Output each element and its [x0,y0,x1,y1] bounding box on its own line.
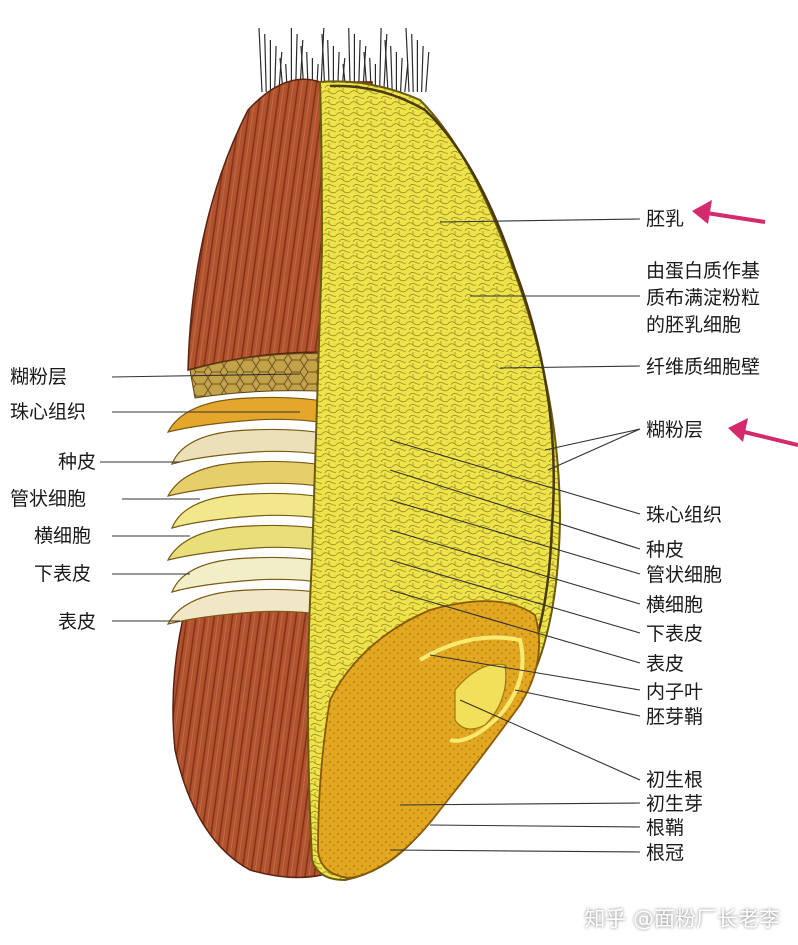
label-right-cellulose-wall: 纤维质细胞壁 [646,356,761,378]
leader-line [544,428,641,451]
pericarp-lower [172,599,339,879]
label-right-tube-cells: 管状细胞 [646,564,723,586]
leader-line [499,365,641,369]
label-right-endosperm: 胚乳 [646,208,685,230]
label-left-tube-cells: 管状细胞 [10,488,87,510]
label-right-coleorhiza: 根鞘 [646,817,685,839]
watermark: 知乎 @面粉厂长老李 [584,907,780,931]
label-left-aleurone: 糊粉层 [10,366,68,388]
label-right-aleurone: 糊粉层 [646,419,704,441]
hair-stroke [405,27,410,93]
hair-stroke [404,63,409,93]
leader-line [389,529,641,605]
hair-stroke [425,51,430,93]
label-right-plumule: 初生芽 [646,793,704,815]
hair-stroke [384,39,389,93]
leader-line [389,559,641,634]
label-left-nucellus: 珠心组织 [10,401,87,423]
label-right-hypodermis: 下表皮 [646,623,704,645]
leader-line [389,469,641,550]
label-right-seed-coat: 种皮 [646,539,685,561]
leader-line [459,699,641,781]
hair-stroke [264,33,267,93]
hair-stroke [421,45,424,93]
leader-line [429,654,641,691]
leader-line [439,218,641,223]
seed-rim [329,84,556,699]
leader-line [111,373,301,378]
label-left-cross-cells: 横细胞 [34,525,92,547]
label-right-nucellus: 珠心组织 [646,504,723,526]
label-line: 的胚乳细胞 [646,314,742,336]
hair-stroke [390,45,393,93]
arrow-endosperm-icon [692,200,766,224]
leader-line [514,689,641,717]
leader-line [389,439,641,515]
hair-stroke [379,27,382,93]
leader-line [389,589,641,664]
arrow-aleurone-icon [728,418,798,447]
label-line: 由蛋白质作基 [646,260,761,282]
label-right-scutellum: 内子叶 [646,681,704,703]
leader-line [547,428,641,471]
leader-line [399,802,641,806]
hair-stroke [411,33,414,93]
leader-line [429,824,641,828]
label-left-seed-coat: 种皮 [58,451,97,473]
hair-stroke [400,57,403,93]
label-left-hypodermis: 下表皮 [34,563,92,585]
scutellum-arc [418,635,525,743]
hair-stroke [274,45,277,93]
coleoptile-shape [454,663,507,730]
hair-stroke [258,27,263,93]
leader-line [389,499,641,575]
label-right-radicle: 初生根 [646,769,704,791]
label-right-coleoptile: 胚芽鞘 [646,706,704,728]
label-right-cross-cells: 横细胞 [646,594,704,616]
label-right-root-cap: 根冠 [646,842,685,864]
leader-lines [100,218,641,853]
hair-stroke [383,33,388,93]
label-left-epidermis: 表皮 [58,611,97,633]
label-right-endosperm-cell: 由蛋白质作基 质布满淀粉粒 的胚乳细胞 [646,258,760,339]
label-right-epidermis: 表皮 [646,653,685,675]
label-line: 质布满淀粉粒 [646,287,761,309]
leader-line [389,849,641,853]
